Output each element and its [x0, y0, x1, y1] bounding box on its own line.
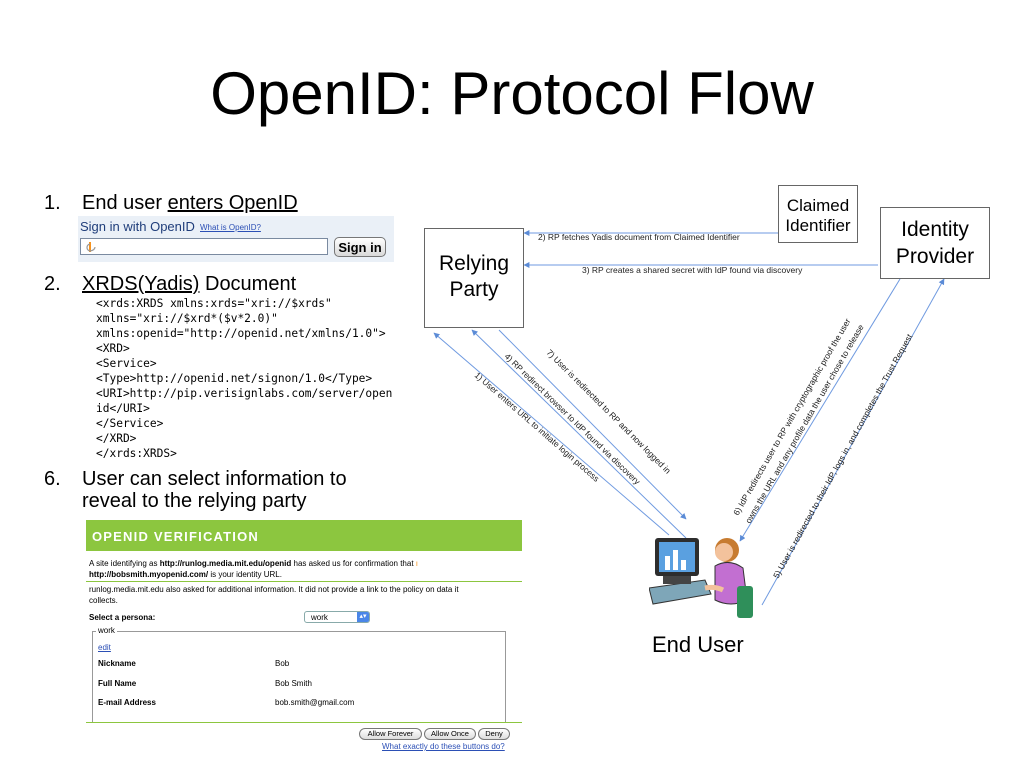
- identity-provider-label: Provider: [895, 245, 975, 268]
- field-value-fullname: Bob Smith: [275, 679, 312, 688]
- end-user-label: End User: [652, 632, 744, 657]
- field-label-fullname: Full Name: [98, 679, 137, 688]
- code-line: <URI>http://pip.verisignlabs.com/server/…: [96, 387, 393, 400]
- protocol-flow-diagram: 2) RP fetches Yadis document from Claime…: [424, 183, 992, 657]
- confirmation-text: A site identifying as http://runlog.medi…: [89, 558, 519, 569]
- code-line: id</URI>: [96, 402, 150, 415]
- buttons-help-link[interactable]: What exactly do these buttons do?: [382, 742, 505, 751]
- arrow-step-1: [433, 332, 670, 536]
- flow-arrows: 2) RP fetches Yadis document from Claime…: [433, 230, 945, 606]
- enters-openid-link[interactable]: enters OpenID: [167, 192, 298, 214]
- verification-title: OPENID VERIFICATION: [92, 529, 260, 544]
- edit-link[interactable]: edit: [98, 643, 111, 652]
- field-value-nickname: Bob: [275, 659, 290, 668]
- field-label-email: E-mail Address: [98, 698, 156, 707]
- openid-logo-icon: ı: [415, 559, 419, 568]
- relying-party-label: Party: [449, 278, 499, 301]
- code-line: </Service>: [96, 417, 164, 430]
- text: is your identity URL.: [208, 570, 282, 579]
- relying-party-box: Relying Party: [424, 228, 524, 328]
- code-line: <XRD>: [96, 342, 130, 355]
- openid-verification-panel: OPENID VERIFICATION A site identifying a…: [86, 520, 522, 756]
- signin-label: Sign in with OpenID: [80, 219, 195, 234]
- openid-signin-widget: Sign in with OpenID What is OpenID? Sign…: [78, 216, 394, 262]
- deny-button[interactable]: Deny: [478, 728, 510, 740]
- list-item-2: 2. XRDS(Yadis) Document: [44, 273, 296, 295]
- list-item-1: 1. End user enters OpenID: [44, 192, 298, 214]
- xrds-yadis-link[interactable]: XRDS(Yadis): [82, 273, 200, 295]
- identity-provider-label: Identity: [901, 218, 969, 241]
- text: runlog.media.mit.edu also asked for addi…: [89, 585, 459, 594]
- additional-info-text: runlog.media.mit.edu also asked for addi…: [89, 584, 519, 606]
- persona-label: Select a persona:: [89, 613, 156, 622]
- text: collects.: [89, 596, 118, 605]
- allow-once-button[interactable]: Allow Once: [424, 728, 476, 740]
- end-user-computer-icon: [649, 538, 753, 618]
- select-arrows-icon: ▴▾: [357, 612, 369, 622]
- text: has asked us for confirmation that: [291, 559, 416, 568]
- list-number: 1.: [44, 192, 61, 214]
- openid-logo-icon: [86, 242, 96, 252]
- code-line: <Service>: [96, 357, 157, 370]
- list-text: reveal to the relying party: [82, 490, 307, 512]
- list-item-6: 6. User can select information to reveal …: [44, 468, 347, 512]
- claimed-identifier-label: Claimed: [786, 196, 850, 215]
- persona-value: work: [311, 613, 328, 622]
- slide-title: OpenID: Protocol Flow: [210, 60, 814, 127]
- verification-header-bar: OPENID VERIFICATION: [86, 520, 522, 551]
- step-3-label: 3) RP creates a shared secret with IdP f…: [582, 265, 803, 275]
- arrow-step-6: [739, 278, 901, 542]
- divider: [86, 581, 522, 582]
- step-6-label: 6) IdP redirects user to RP with cryptog…: [731, 317, 853, 517]
- step-2-label: 2) RP fetches Yadis document from Claime…: [538, 232, 740, 242]
- fieldset-legend: work: [96, 625, 117, 636]
- identity-provider-box: Identity Provider: [880, 207, 990, 279]
- step-6-label-cont: owns the URL and any profile data the us…: [743, 322, 866, 525]
- text: A site identifying as: [89, 559, 160, 568]
- code-line: xmlns="xri://$xrd*($v*2.0)": [96, 312, 278, 325]
- list-text: Document: [199, 273, 297, 295]
- list-text: End user: [82, 192, 168, 214]
- code-line: <Type>http://openid.net/signon/1.0</Type…: [96, 372, 373, 385]
- sign-in-button[interactable]: Sign in: [334, 237, 386, 257]
- arrow-step-7: [498, 329, 687, 520]
- allow-forever-button[interactable]: Allow Forever: [359, 728, 422, 740]
- persona-select[interactable]: work ▴▾: [304, 611, 370, 623]
- what-is-openid-link[interactable]: What is OpenID?: [200, 223, 261, 232]
- code-line: </xrds:XRDS>: [96, 447, 177, 460]
- field-value-email: bob.smith@gmail.com: [275, 698, 355, 707]
- identity-url: http://bobsmith.myopenid.com/: [89, 570, 209, 579]
- xrds-code-block: <xrds:XRDS xmlns:xrds="xri://$xrds" xmln…: [96, 296, 392, 461]
- code-line: xmlns:openid="http://openid.net/xmlns/1.…: [96, 327, 386, 340]
- list-text: User can select information to: [82, 468, 347, 490]
- site-url: http://runlog.media.mit.edu/openid: [159, 559, 292, 568]
- claimed-identifier-label: Identifier: [785, 216, 851, 235]
- persona-fieldset: [92, 631, 506, 723]
- list-number: 6.: [44, 468, 61, 490]
- identity-text: http://bobsmith.myopenid.com/ is your id…: [89, 569, 519, 580]
- relying-party-label: Relying: [438, 252, 510, 275]
- code-line: <xrds:XRDS xmlns:xrds="xri://$xrds": [96, 297, 332, 310]
- arrow-step-4: [471, 329, 687, 539]
- code-line: </XRD>: [96, 432, 137, 445]
- arrow-step-5: [761, 278, 945, 606]
- field-label-nickname: Nickname: [98, 659, 136, 668]
- list-number: 2.: [44, 273, 61, 295]
- claimed-identifier-box: Claimed Identifier: [778, 185, 858, 243]
- divider: [86, 722, 522, 723]
- openid-input[interactable]: [80, 238, 328, 255]
